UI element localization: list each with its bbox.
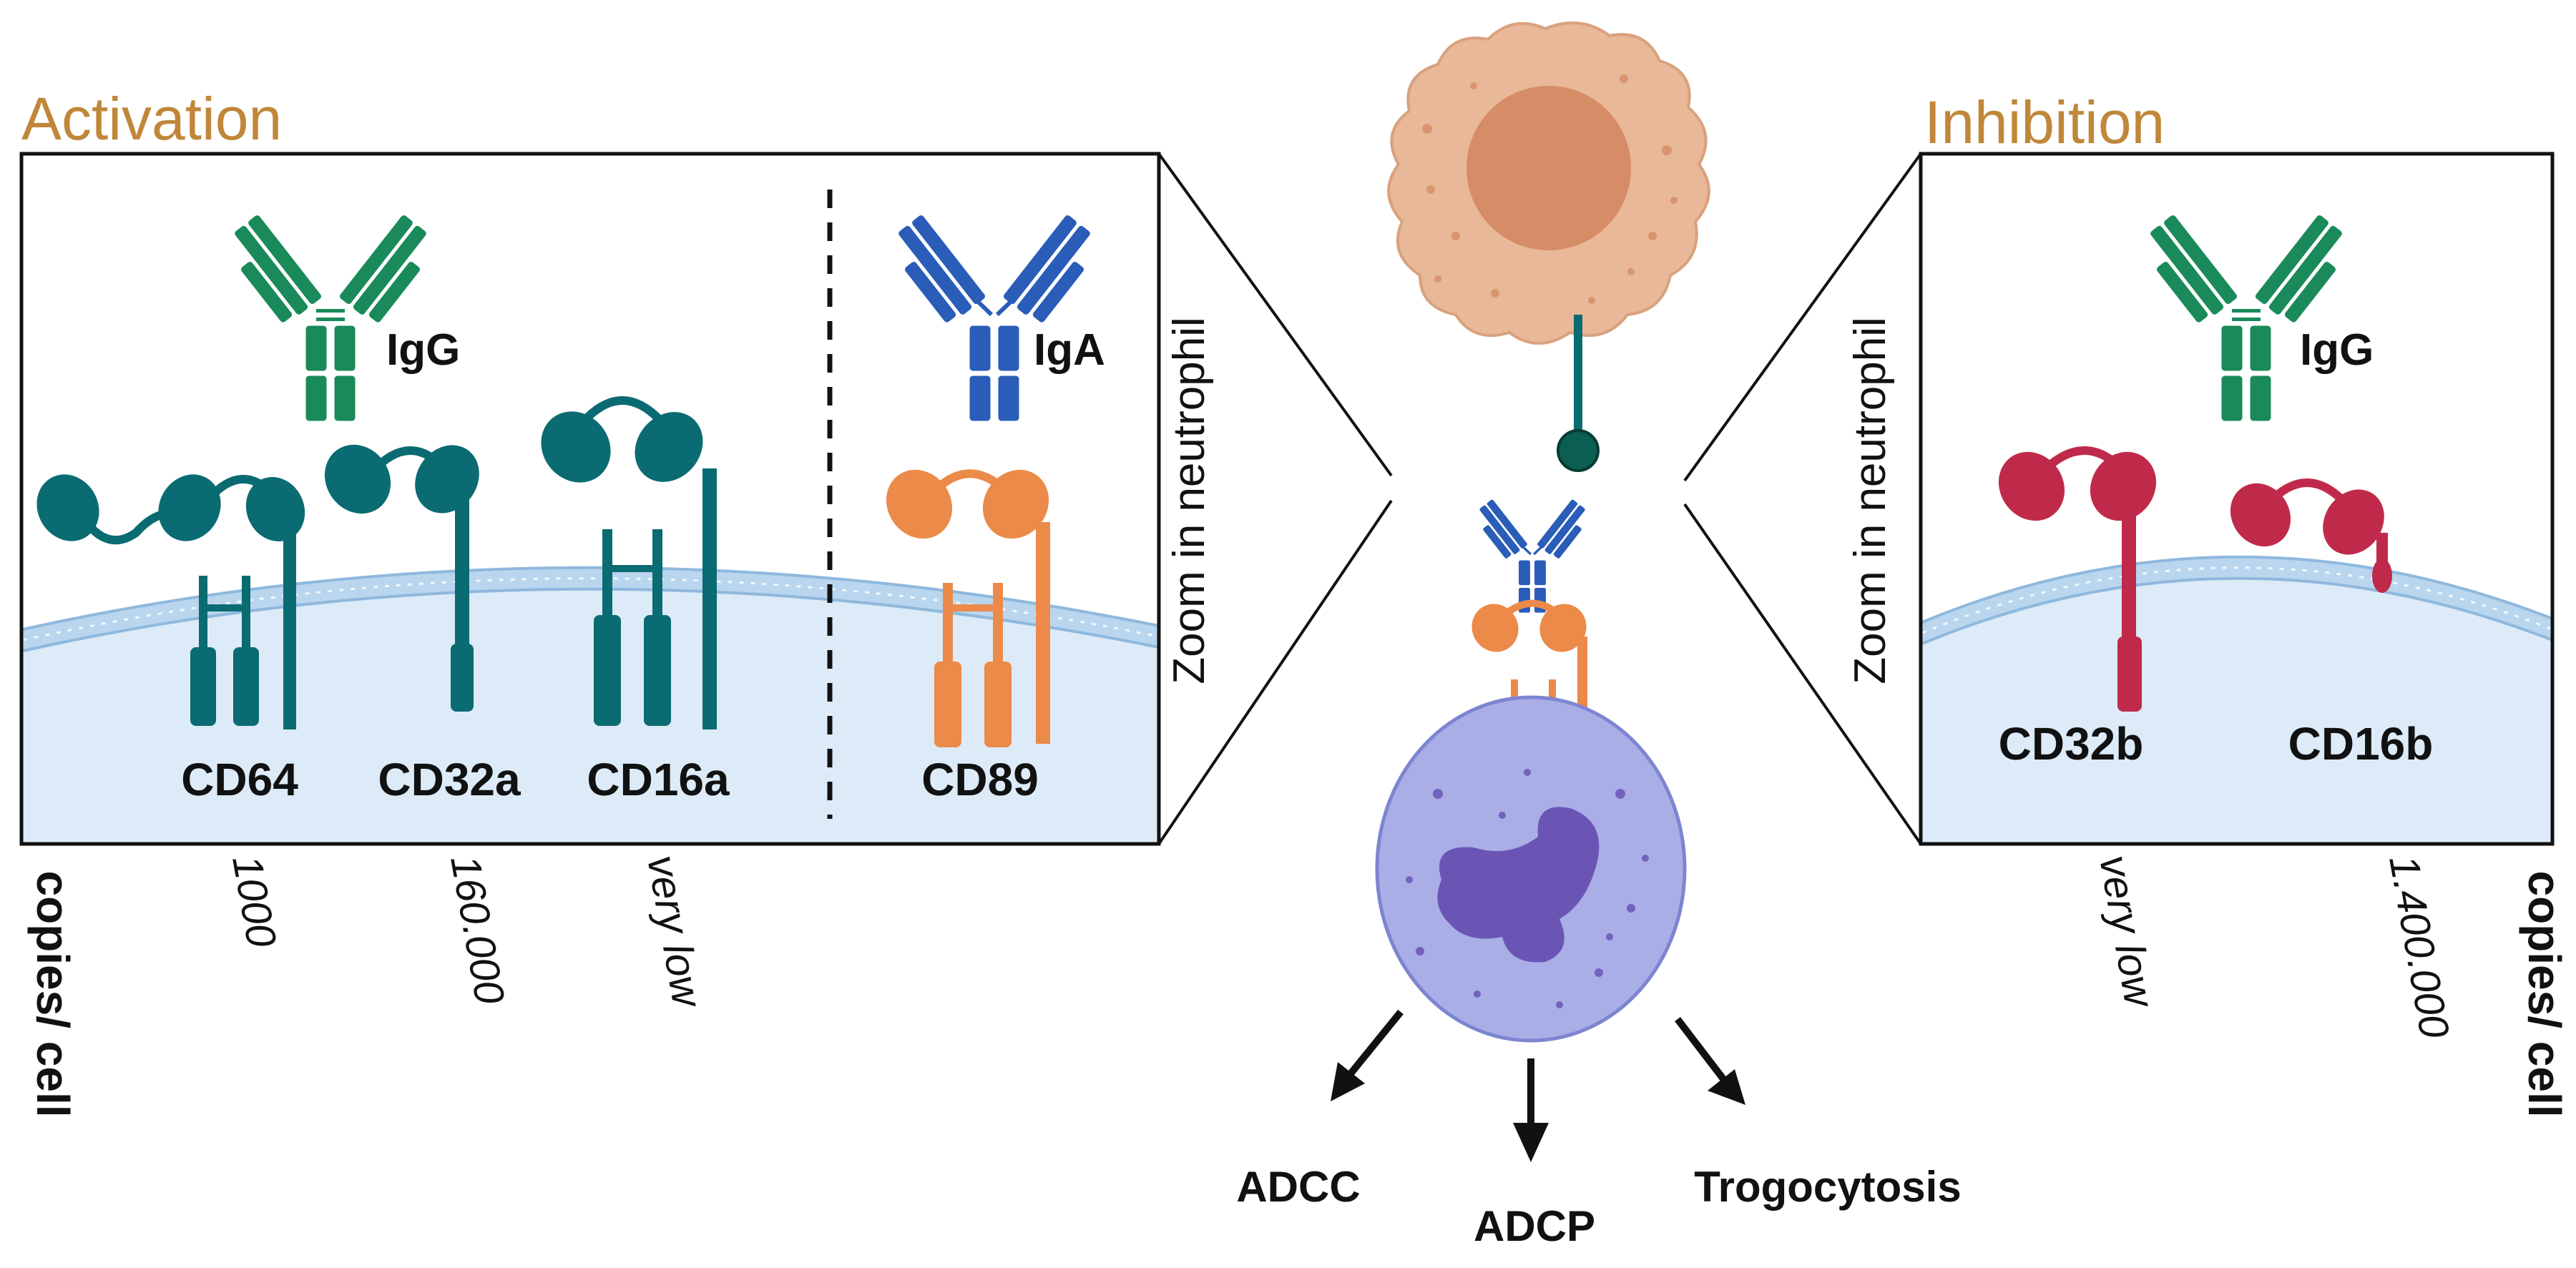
antigen-icon bbox=[1557, 429, 1600, 472]
activation-zoom-label: Zoom in neutrophil bbox=[1165, 317, 1214, 684]
neutrophil-nucleus-icon bbox=[1437, 807, 1600, 963]
inhibition-membrane bbox=[1922, 556, 2552, 644]
inhibition-igg-antibody-icon bbox=[2132, 211, 2360, 423]
adcc-label: ADCC bbox=[1236, 1163, 1360, 1211]
cd16b-label: CD16b bbox=[2288, 718, 2434, 770]
inhibition-cytoplasm bbox=[1922, 578, 2552, 844]
cd16a-count: very low bbox=[638, 852, 710, 1012]
inhibition-heading: Inhibition bbox=[1924, 89, 2165, 156]
cd32a-receptor-icon bbox=[324, 444, 479, 712]
inhibition-copies-label: copies/ cell bbox=[2519, 870, 2570, 1117]
cd32a-count: 160.000 bbox=[441, 852, 513, 1008]
cd64-label: CD64 bbox=[181, 754, 298, 805]
activation-iga-label: IgA bbox=[1034, 325, 1105, 375]
cd32b-count: very low bbox=[2090, 852, 2163, 1012]
tumor-nucleus-icon bbox=[1466, 86, 1631, 250]
cd64-count: 1000 bbox=[223, 852, 285, 950]
cd32b-receptor-icon bbox=[1998, 446, 2157, 712]
iga-antibody-icon bbox=[882, 212, 1106, 422]
activation-copies-label: copies/ cell bbox=[27, 870, 79, 1117]
zoom-line-left-bottom bbox=[1157, 499, 1393, 845]
zoom-line-right-bottom bbox=[1683, 503, 1922, 845]
inhibition-igg-label: IgG bbox=[2300, 325, 2374, 375]
antigen-stalk bbox=[1574, 315, 1582, 440]
center-cells: ADCC ADCP Trogocytosis bbox=[1236, 21, 1962, 1250]
inhibition-box bbox=[1919, 152, 2555, 846]
cd64-receptor-icon bbox=[36, 474, 305, 729]
trogocytosis-label: Trogocytosis bbox=[1694, 1163, 1961, 1211]
cd16b-receptor-icon bbox=[2230, 478, 2392, 593]
zoom-line-right-top bbox=[1683, 152, 1922, 482]
inhibition-zoom-label: Zoom in neutrophil bbox=[1846, 317, 1895, 684]
cd16a-receptor-icon bbox=[541, 396, 717, 729]
activation-cytoplasm bbox=[23, 589, 1159, 844]
adcp-label: ADCP bbox=[1474, 1202, 1595, 1250]
cd16a-label: CD16a bbox=[587, 754, 730, 805]
cd89-receptor-icon bbox=[886, 469, 1050, 747]
inhibition-panel: Inhibition IgG CD32b CD16b Zoom in neutr… bbox=[1846, 89, 2570, 1118]
cd32b-label: CD32b bbox=[1999, 718, 2144, 770]
activation-heading: Activation bbox=[21, 85, 282, 152]
function-arrows bbox=[1331, 1009, 1745, 1162]
activation-igg-label: IgG bbox=[386, 325, 460, 375]
center-iga-antibody-icon bbox=[1469, 496, 1595, 615]
activation-membrane bbox=[23, 567, 1159, 651]
igg-antibody-icon bbox=[217, 211, 444, 423]
zoom-line-left-top bbox=[1157, 152, 1393, 477]
cd32a-label: CD32a bbox=[378, 754, 521, 805]
activation-panel: Activation IgG IgA CD64 CD32a CD16a CD89… bbox=[19, 85, 1214, 1118]
activation-box bbox=[19, 152, 1161, 846]
cd89-label: CD89 bbox=[921, 754, 1039, 805]
cd16b-count: 1.400.000 bbox=[2380, 852, 2458, 1041]
